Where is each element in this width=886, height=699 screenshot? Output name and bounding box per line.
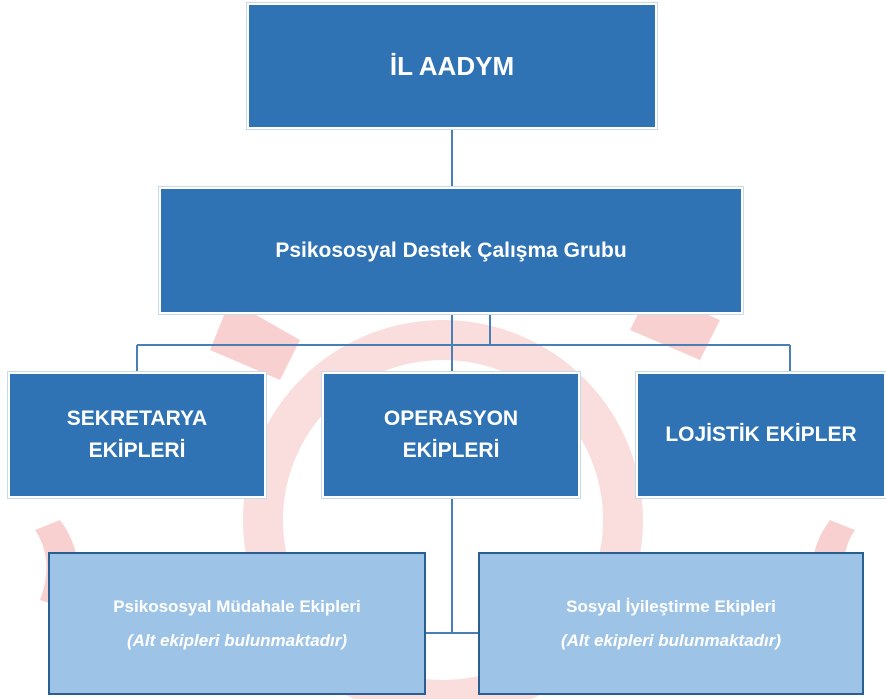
secretariat-line1: SEKRETARYA — [66, 407, 208, 430]
operations-teams-box: OPERASYON EKİPLERİ — [322, 372, 580, 498]
secretariat-line2: EKİPLERİ — [88, 439, 186, 462]
psychosocial-intervention-box: Psikososyal Müdahale Ekipleri (Alt ekipl… — [48, 552, 426, 695]
root-node-label: İL AADYM — [389, 50, 515, 81]
working-group-label: Psikososyal Destek Çalışma Grubu — [275, 238, 627, 262]
secretariat-teams-box: SEKRETARYA EKİPLERİ — [8, 372, 266, 498]
social-rehabilitation-box: Sosyal İyileştirme Ekipleri (Alt ekipler… — [478, 552, 864, 695]
social-rehabilitation-title: Sosyal İyileştirme Ekipleri — [566, 596, 776, 616]
operations-line2: EKİPLERİ — [402, 439, 500, 462]
working-group-box: Psikososyal Destek Çalışma Grubu — [159, 187, 743, 314]
psychosocial-intervention-title: Psikososyal Müdahale Ekipleri — [113, 596, 361, 616]
psychosocial-intervention-note: (Alt ekipleri bulunmaktadır) — [126, 630, 348, 650]
logistics-label: LOJİSTİK EKİPLER — [665, 423, 857, 446]
logistics-teams-box: LOJİSTİK EKİPLER — [636, 372, 886, 498]
root-node-box: İL AADYM — [247, 3, 657, 129]
social-rehabilitation-note: (Alt ekipleri bulunmaktadır) — [560, 630, 782, 650]
operations-line1: OPERASYON — [383, 407, 519, 430]
